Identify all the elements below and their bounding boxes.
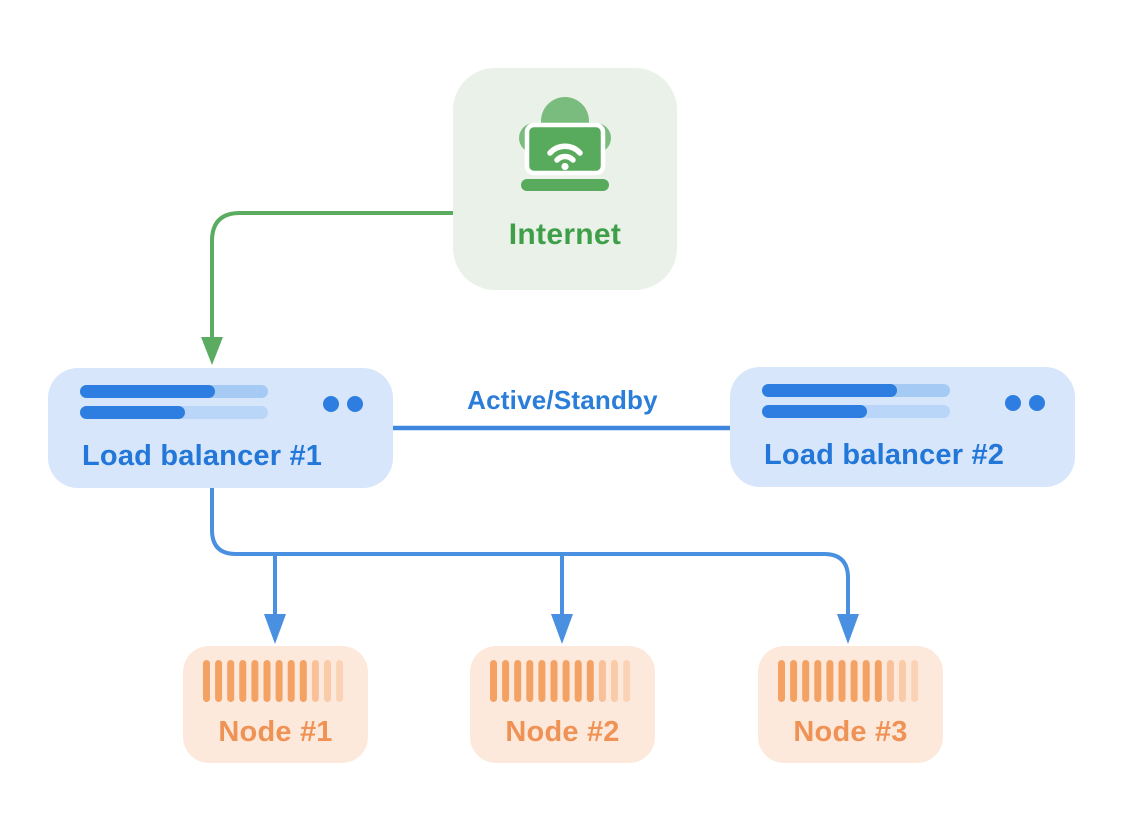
status-dot <box>1029 395 1045 411</box>
load-balancer-2-label: Load balancer #2 <box>764 439 1005 471</box>
bar-track <box>80 385 268 398</box>
active-standby-label: Active/Standby <box>467 385 658 415</box>
status-dot <box>1005 395 1021 411</box>
load-balancer-2-card: Load balancer #2 <box>730 367 1075 487</box>
load-balancer-1-card: Load balancer #1 <box>48 368 393 488</box>
status-dot <box>347 396 363 412</box>
node-2-card: Node #2 <box>470 646 655 763</box>
status-dots-icon <box>1005 395 1045 411</box>
arrowhead-node-2 <box>551 614 573 644</box>
barcode-icon <box>490 660 631 702</box>
internet-label: Internet <box>508 218 622 251</box>
bar-fill <box>80 385 215 398</box>
bar-fill <box>762 405 867 418</box>
internet-to-lb1-arrow <box>201 211 453 365</box>
arrowhead-node-1 <box>264 614 286 644</box>
bar-fill <box>80 406 185 419</box>
server-bars-icon <box>762 384 950 426</box>
server-bars-icon <box>80 385 268 427</box>
lb1-to-nodes-wire <box>210 488 859 644</box>
barcode-icon <box>203 660 344 702</box>
node-3-label: Node #3 <box>793 716 908 748</box>
barcode-icon <box>778 660 919 702</box>
node-1-label: Node #1 <box>218 716 333 748</box>
arrowhead-node-3 <box>837 614 859 644</box>
bar-track <box>762 384 950 397</box>
cloud-laptop-wifi-icon <box>519 97 611 191</box>
bar-track <box>762 405 950 418</box>
status-dot <box>323 396 339 412</box>
internet-card: Internet <box>453 68 677 290</box>
node-3-card: Node #3 <box>758 646 943 763</box>
status-dots-icon <box>323 396 363 412</box>
load-balancer-1-label: Load balancer #1 <box>82 440 323 472</box>
node-1-card: Node #1 <box>183 646 368 763</box>
node-2-label: Node #2 <box>505 716 620 748</box>
bar-track <box>80 406 268 419</box>
bar-fill <box>762 384 897 397</box>
